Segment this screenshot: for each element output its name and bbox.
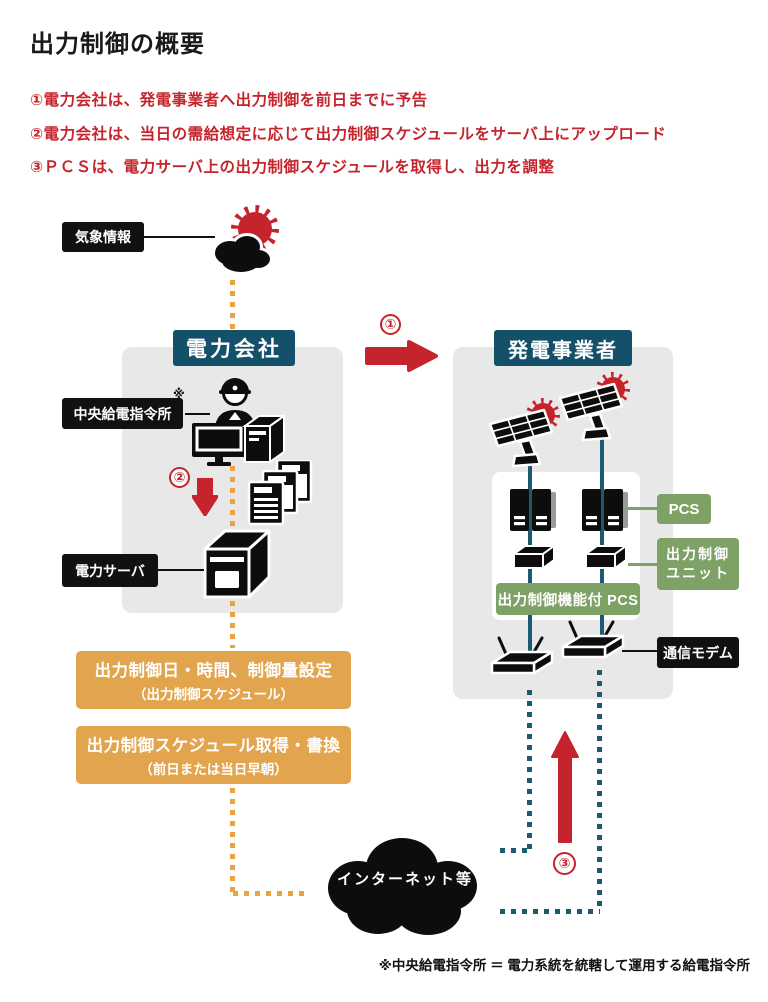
- control-unit-icon: [585, 545, 627, 569]
- control-unit-label: 出力制御 ユニット: [657, 538, 739, 590]
- intro-text: ①電力会社は、発電事業者へ出力制御を前日までに予告 ②電力会社は、当日の需給想定…: [30, 84, 750, 185]
- orange-dotted-line: [230, 601, 235, 648]
- weather-connector-line: [143, 236, 215, 238]
- computer-tower-icon: [243, 414, 285, 464]
- operator-icon: [215, 378, 255, 426]
- pcs-cabinet-icon: [510, 489, 556, 531]
- modem-icon: [490, 636, 554, 675]
- internet-cloud-label: インターネット等: [336, 871, 473, 888]
- schedule-set-line2: （出力制御スケジュール）: [132, 687, 295, 702]
- control-unit-icon: [513, 545, 555, 569]
- dispatch-connector-line: [185, 413, 210, 415]
- step-3-badge: ③: [553, 852, 576, 875]
- monitor-icon: [192, 423, 246, 466]
- modem-label: 通信モデム: [657, 637, 739, 668]
- intro-line-1: ①電力会社は、発電事業者へ出力制御を前日までに予告: [30, 92, 428, 109]
- power-line: [600, 434, 604, 636]
- unit-connector-line: [628, 563, 657, 566]
- control-unit-label-line2: ユニット: [666, 565, 730, 581]
- schedule-get-line1: 出力制御スケジュール取得・書換: [86, 737, 341, 755]
- page-title: 出力制御の概要: [30, 31, 205, 58]
- sun-cloud-icon: [212, 205, 279, 275]
- control-unit-label-line1: 出力制御: [666, 546, 730, 562]
- step-1-badge: ①: [380, 314, 401, 335]
- teal-dotted-line: [500, 909, 600, 914]
- internet-cloud-icon: [328, 838, 477, 935]
- modem-icon: [561, 620, 625, 659]
- teal-dotted-line: [527, 690, 532, 850]
- pcs-label: PCS: [657, 494, 711, 524]
- schedule-get-line2: （前日または当日早朝）: [139, 762, 288, 777]
- orange-dotted-line: [230, 466, 235, 528]
- schedule-get-box: 出力制御スケジュール取得・書換 （前日または当日早朝）: [76, 726, 351, 784]
- footnote: ※中央給電指令所 ＝ 電力系統を統轄して運用する給電指令所: [378, 958, 750, 973]
- intro-line-3: ③ＰＣＳは、電力サーバ上の出力制御スケジュールを取得し、出力を調整: [30, 159, 555, 176]
- producer-header: 発電事業者: [494, 330, 632, 366]
- schedule-set-box: 出力制御日・時間、制御量設定 （出力制御スケジュール）: [76, 651, 351, 709]
- step-2-down-arrow: [192, 478, 218, 516]
- pcs-function-banner: 出力制御機能付 PCS: [496, 583, 640, 615]
- weather-label: 気象情報: [62, 222, 144, 252]
- orange-dotted-line: [230, 280, 235, 330]
- power-server-label: 電力サーバ: [62, 554, 158, 587]
- step-1-right-arrow: [365, 340, 438, 372]
- modem-connector-line: [622, 650, 657, 652]
- intro-line-2: ②電力会社は、当日の需給想定に応じて出力制御スケジュールをサーバ上にアップロード: [30, 125, 667, 143]
- teal-dotted-line: [597, 670, 602, 912]
- teal-dotted-line: [500, 848, 530, 853]
- central-dispatch-label: 中央給電指令所: [62, 398, 183, 429]
- schedule-sheets-icon: [247, 460, 313, 526]
- step-3-up-arrow: [551, 731, 579, 843]
- orange-dotted-line: [233, 891, 309, 896]
- orange-dotted-line: [230, 788, 235, 894]
- schedule-set-line1: 出力制御日・時間、制御量設定: [94, 662, 333, 680]
- pcs-connector-line: [628, 507, 657, 510]
- pcs-cabinet-icon: [582, 489, 628, 531]
- server-connector-line: [158, 569, 204, 571]
- solar-panel-icon: [558, 372, 630, 442]
- footnote-ref-mark: ※: [173, 387, 185, 401]
- power-server-icon: [203, 529, 271, 599]
- step-2-badge: ②: [169, 467, 190, 488]
- power-company-header: 電力会社: [173, 330, 295, 366]
- solar-panel-icon: [488, 398, 560, 468]
